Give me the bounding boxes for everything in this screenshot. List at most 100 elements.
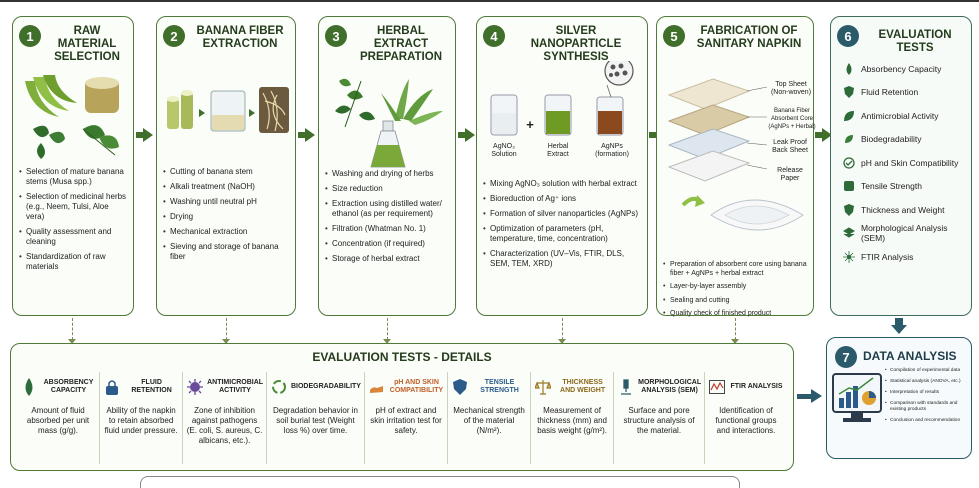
molecule-icon (843, 250, 855, 263)
step-item: Bioreduction of Ag⁺ ions (483, 194, 641, 204)
step-item: Formation of silver nanoparticles (AgNPs… (483, 209, 641, 219)
stem-beaker-fiber-icon (167, 87, 289, 133)
stage-title: DATA ANALYSIS (863, 349, 957, 363)
leaf-icon (843, 110, 855, 122)
detail-name: FTIR ANALYSIS (730, 383, 783, 390)
eval-item: FTIR Analysis (843, 245, 965, 269)
eval-label: Antimicrobial Activity (861, 110, 939, 121)
recycle-leaf-icon (843, 133, 855, 145)
shield-check-icon (843, 203, 855, 216)
detail-desc: Amount of fluid absorbed per unit mass (… (26, 406, 90, 435)
dashed-connector-icon (383, 318, 391, 344)
analysis-item: Comparison with standards and existing p… (885, 401, 971, 413)
eval-item: Tensile Strength (843, 175, 965, 199)
stage-fiber-extraction: 2 BANANA FIBER EXTRACTION Cutting of ban… (156, 16, 296, 316)
stage-title: HERBAL EXTRACT PREPARATION (360, 25, 442, 63)
down-arrow-icon (891, 325, 907, 334)
detail-name: pH AND SKIN COMPATIBILITY (389, 379, 444, 394)
step-item: Mechanical extraction (163, 227, 289, 237)
flow-arrow-icon (136, 128, 153, 142)
detail-column: ABSORBENCY CAPACITY Amount of fluid abso… (17, 372, 101, 464)
step-item: Washing until neutral pH (163, 197, 289, 207)
eval-label: Absorbency Capacity (861, 63, 942, 74)
analysis-item: Conclusion and recommendation (885, 418, 971, 424)
herbal-extract-illustration (325, 71, 449, 168)
detail-desc: pH of extract and skin irritation test f… (370, 406, 442, 435)
plus-sign: + (526, 117, 534, 132)
step-item: Selection of medicinal herbs (e.g., Neem… (19, 192, 127, 222)
detail-desc: Surface and pore structure analysis of t… (623, 406, 695, 435)
stage-title: FABRICATION OF SANITARY NAPKIN (696, 25, 802, 50)
details-title: EVALUATION TESTS - DETAILS (312, 350, 492, 364)
droplet-icon (843, 62, 855, 75)
flow-arrow-icon (298, 128, 315, 142)
strength-icon (843, 180, 855, 192)
stage-number: 5 (663, 25, 685, 47)
virus-icon (186, 378, 204, 396)
step-item: Storage of herbal extract (325, 254, 449, 264)
release-paper-label: Release Paper (777, 167, 803, 182)
step-item: Cutting of banana stem (163, 167, 289, 177)
recycle-icon (270, 378, 288, 396)
stage-nanoparticle-synthesis: 4 SILVER NANOPARTICLE SYNTHESIS AgNO₃ So… (476, 16, 648, 316)
arrow-stem (797, 394, 813, 399)
detail-name: ABSORBENCY CAPACITY (43, 379, 94, 394)
step-item: Selection of mature banana stems (Musa s… (19, 167, 127, 187)
detail-column: FTIR ANALYSIS Identification of function… (705, 372, 787, 464)
step-item: Layer-by-layer assembly (663, 283, 807, 292)
step-item: Filtration (Whatman No. 1) (325, 224, 449, 234)
stage-data-analysis: 7 DATA ANALYSIS Compilation of experimen… (826, 337, 972, 459)
droplet-icon (20, 378, 38, 396)
stage-herbal-extract: 3 HERBAL EXTRACT PREPARATION Washing and… (318, 16, 456, 316)
scale-icon (534, 378, 552, 396)
step-item: Sieving and storage of banana fiber (163, 242, 289, 262)
detail-name: BIODEGRADABILITY (290, 383, 361, 390)
dashed-connector-icon (558, 318, 566, 344)
hand-icon (368, 378, 386, 396)
agnps-label: AgNPs (formation) (595, 143, 629, 158)
eval-label: Morphological Analysis (SEM) (861, 223, 948, 244)
step-item: Optimization of parameters (pH, temperat… (483, 224, 641, 244)
right-arrow-icon (811, 389, 822, 403)
stage-napkin-fabrication: 5 FABRICATION OF SANITARY NAPKIN Top She… (656, 16, 816, 319)
eval-item: Thickness and Weight (843, 198, 965, 222)
eval-label: Tensile Strength (861, 181, 922, 192)
stage-title: BANANA FIBER EXTRACTION (196, 25, 284, 50)
detail-name: TENSILE STRENGTH (480, 379, 519, 394)
shield-icon (451, 378, 469, 396)
step-item: Standardization of raw materials (19, 252, 127, 272)
detail-column: ANTIMICROBIAL ACTIVITY Zone of inhibitio… (183, 372, 267, 464)
eval-item: pH and Skin Compatibility (843, 151, 965, 175)
step-item: Size reduction (325, 184, 449, 194)
step-item: Preparation of absorbent core using bana… (663, 261, 807, 278)
analysis-item: Statistical analysis (ANOVA, etc.) (885, 379, 971, 385)
detail-desc: Measurement of thickness (mm) and basis … (537, 406, 607, 435)
step-item: Concentration (if required) (325, 239, 449, 249)
detail-name: THICKNESS AND WEIGHT (560, 379, 606, 394)
step-item: Washing and drying of herbs (325, 169, 449, 179)
raw-material-illustration (19, 71, 127, 163)
detail-desc: Zone of inhibition against pathogens (E.… (186, 406, 263, 445)
detail-desc: Degradation behavior in soil burial test… (272, 406, 358, 435)
analysis-steps: Compilation of experimental data Statist… (885, 368, 971, 429)
detail-column: BIODEGRADABILITY Degradation behavior in… (267, 372, 365, 464)
beakers-icon (490, 61, 634, 136)
detail-desc: Ability of the napkin to retain absorbed… (104, 406, 178, 435)
back-sheet-label: Leak Proof Back Sheet (772, 139, 808, 154)
down-arrow-stem (895, 318, 903, 326)
stage-steps: Preparation of absorbent core using bana… (663, 261, 807, 319)
evaluation-list: Absorbency Capacity Fluid Retention Anti… (837, 57, 965, 269)
dashed-connector-icon (731, 318, 739, 344)
shield-icon (843, 86, 855, 99)
step-item: Alkali treatment (NaOH) (163, 182, 289, 192)
detail-name: ANTIMICROBIAL ACTIVITY (207, 379, 264, 394)
stage-title: SILVER NANOPARTICLE SYNTHESIS (530, 25, 622, 63)
eval-item: Antimicrobial Activity (843, 104, 965, 128)
details-columns: ABSORBENCY CAPACITY Amount of fluid abso… (11, 372, 793, 464)
stage-steps: Selection of mature banana stems (Musa s… (19, 167, 127, 272)
napkin-illustration: Top Sheet (Non-woven) Banana Fiber Absor… (663, 71, 816, 269)
stage-number: 3 (325, 25, 347, 47)
lock-icon (103, 378, 121, 396)
stage-title: EVALUATION TESTS (878, 29, 952, 54)
eval-item: Absorbency Capacity (843, 57, 965, 81)
